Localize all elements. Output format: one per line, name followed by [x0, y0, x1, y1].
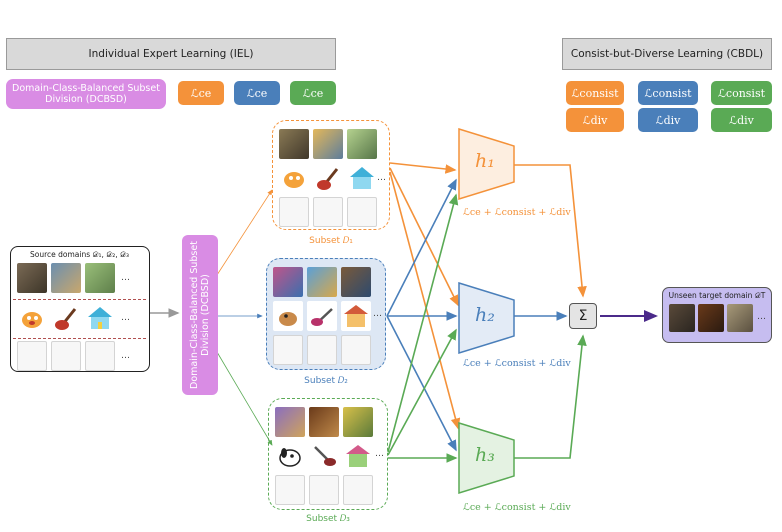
source-photo-art [85, 263, 115, 293]
dcbsd-block: Domain-Class-Balanced Subset Division (D… [182, 235, 218, 395]
subset3-cartoon-dog [275, 441, 305, 471]
target-photo-house [727, 304, 753, 332]
subset2-photo-dog [307, 267, 337, 297]
subset2-photo-painting [341, 267, 371, 297]
subset1-photo-art [347, 129, 377, 159]
subset3-photo-guitar [309, 407, 339, 437]
subset2-sketch-dog [273, 335, 303, 365]
source-divider-1 [13, 299, 146, 300]
div-chip-blue: ℒdiv [638, 108, 698, 132]
subset2-sketch-house [341, 335, 371, 365]
subset1-photo-painting [313, 129, 343, 159]
source-ellipsis-1: … [121, 273, 131, 283]
source-cartoon-dog [17, 303, 47, 333]
target-ellipsis: … [757, 312, 767, 322]
subset3-photo-dog [275, 407, 305, 437]
ce-chip-green: ℒce [290, 81, 336, 105]
dcbsd-legend-box: Domain-Class-Balanced Subset Division (D… [6, 79, 166, 109]
subset3-cartoon-guitar [309, 441, 339, 471]
source-sketch-house [51, 341, 81, 371]
expert-3-shape [458, 422, 515, 494]
source-sketch-guitar [85, 341, 115, 371]
expert-3-loss: ℒce + ℒconsist + ℒdiv [463, 502, 571, 513]
arrow-dcbsd-to-subset1 [216, 189, 273, 276]
subset-2-label: Subset 𝐷₂ [304, 376, 348, 386]
subset2-cartoon-guitar [307, 301, 337, 331]
subset-1-label: Subset 𝐷₁ [309, 236, 353, 246]
subset2-photo-art [273, 267, 303, 297]
subset1-cartoon-dog [279, 163, 309, 193]
sum-aggregator: Σ [569, 303, 597, 329]
subset3-photo-art [343, 407, 373, 437]
ce-chip-orange: ℒce [178, 81, 224, 105]
subset2-cartoon-dog [273, 301, 303, 331]
source-photo-dog [17, 263, 47, 293]
subset-1-box: … [272, 120, 390, 230]
source-domains-panel: Source domains 𝒟₁, 𝒟₂, 𝒟₃ … … … [10, 246, 150, 372]
ce-chip-blue: ℒce [234, 81, 280, 105]
subset2-sketch-guitar [307, 335, 337, 365]
subset-2-box: … [266, 258, 386, 370]
consist-chip-blue: ℒconsist [638, 81, 698, 105]
expert-1-label: h₁ [475, 150, 495, 172]
target-photo-guitar [698, 304, 724, 332]
div-chip-green: ℒdiv [711, 108, 772, 132]
subset2-ellipsis: … [373, 309, 383, 319]
target-domain-title: Unseen target domain 𝒟T [668, 291, 766, 300]
expert-3-label: h₃ [475, 444, 495, 466]
iel-header: Individual Expert Learning (IEL) [6, 38, 336, 70]
source-divider-2 [13, 338, 146, 339]
subset1-sketch-guitar [313, 197, 343, 227]
subset1-sketch-dog [279, 197, 309, 227]
subset1-ellipsis: … [377, 173, 387, 183]
target-photo-dog [669, 304, 695, 332]
source-ellipsis-3: … [121, 351, 131, 361]
expert-1-shape [458, 128, 515, 200]
subset3-ellipsis: … [375, 449, 385, 459]
target-domain-panel: Unseen target domain 𝒟T … [662, 287, 772, 343]
subset1-cartoon-house [347, 163, 377, 193]
consist-chip-orange: ℒconsist [566, 81, 624, 105]
subset2-cartoon-house [341, 301, 371, 331]
expert-2-label: h₂ [475, 304, 495, 326]
expert-2-shape [458, 282, 515, 354]
expert-1-loss: ℒce + ℒconsist + ℒdiv [463, 207, 571, 218]
subset3-sketch-house [343, 475, 373, 505]
source-ellipsis-2: … [121, 313, 131, 323]
subset-3-label: Subset 𝐷₃ [306, 514, 350, 524]
cbdl-header: Consist-but-Diverse Learning (CBDL) [562, 38, 772, 70]
subset1-sketch-house [347, 197, 377, 227]
expert-2-loss: ℒce + ℒconsist + ℒdiv [463, 358, 571, 369]
div-chip-orange: ℒdiv [566, 108, 624, 132]
arrow-dcbsd-to-subset3 [216, 351, 273, 446]
subset3-sketch-guitar [309, 475, 339, 505]
consist-chip-green: ℒconsist [711, 81, 772, 105]
subset3-cartoon-house [343, 441, 373, 471]
source-cartoon-guitar [51, 303, 81, 333]
subset3-sketch-dog [275, 475, 305, 505]
subset-3-box: … [268, 398, 388, 510]
subset1-photo-dog [279, 129, 309, 159]
subset1-cartoon-guitar [313, 163, 343, 193]
source-sketch-dog [17, 341, 47, 371]
source-cartoon-house [85, 303, 115, 333]
source-photo-painting [51, 263, 81, 293]
source-domains-title: Source domains 𝒟₁, 𝒟₂, 𝒟₃ [29, 250, 130, 259]
dcbsd-block-label: Domain-Class-Balanced Subset Division (D… [189, 241, 211, 389]
